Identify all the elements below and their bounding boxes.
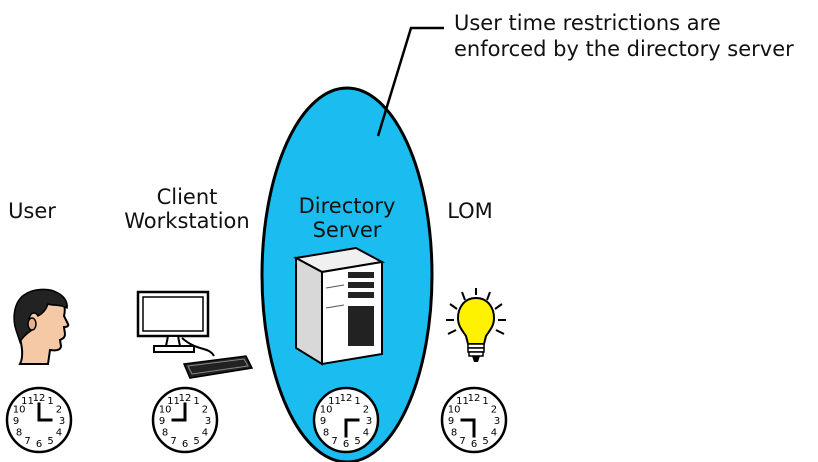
clock-numeral: 6	[471, 439, 477, 450]
callout-line-2: enforced by the directory server	[454, 37, 794, 61]
clock-numeral: 8	[162, 428, 168, 439]
clock-numeral: 3	[205, 416, 211, 427]
clock-numeral: 3	[494, 416, 500, 427]
clock-numeral: 7	[170, 436, 176, 447]
directory-label-line-1: Directory	[298, 194, 396, 218]
clock-numeral: 5	[47, 436, 53, 447]
clock-numeral: 10	[448, 405, 461, 416]
clock-numeral: 12	[33, 393, 46, 404]
clock-numeral: 5	[354, 436, 360, 447]
clock-numeral: 11	[456, 396, 469, 407]
lom-label: LOM	[440, 199, 500, 223]
clock-numeral: 12	[468, 393, 481, 404]
clock-numeral: 7	[24, 436, 30, 447]
directory-label-line-2: Server	[312, 218, 382, 242]
clock-numeral: 1	[193, 396, 199, 407]
clock-numeral: 6	[182, 439, 188, 450]
callout-text: User time restrictions are enforced by t…	[454, 10, 794, 62]
client-workstation-label: Client Workstation	[112, 185, 262, 233]
client-label-line-1: Client	[156, 185, 218, 209]
lom-label-text: LOM	[447, 199, 493, 223]
clock-numeral: 9	[159, 416, 165, 427]
clock-numeral: 5	[482, 436, 488, 447]
clock-numeral: 8	[16, 428, 22, 439]
clock-numeral: 11	[328, 396, 341, 407]
clock-numeral: 4	[363, 428, 369, 439]
clock-numeral: 11	[167, 396, 180, 407]
callout-leader-line	[376, 26, 444, 137]
user-head-icon	[13, 288, 70, 365]
user-label: User	[2, 199, 62, 223]
clock-numeral: 9	[448, 416, 454, 427]
clock-numeral: 11	[21, 396, 34, 407]
clock-numeral: 1	[354, 396, 360, 407]
lightbulb-icon	[446, 288, 506, 362]
clock-numeral: 10	[320, 405, 333, 416]
clock-numeral: 4	[202, 428, 208, 439]
clock-numeral: 2	[56, 405, 62, 416]
clock-numeral: 10	[13, 405, 26, 416]
clock-numeral: 6	[36, 439, 42, 450]
clock-numeral: 8	[323, 428, 329, 439]
clock-numeral: 12	[340, 393, 353, 404]
clock-numeral: 4	[56, 428, 62, 439]
clock-numeral: 9	[13, 416, 19, 427]
clock-numeral: 1	[47, 396, 53, 407]
clock-numeral: 3	[59, 416, 65, 427]
user-label-text: User	[8, 199, 56, 223]
clock-numeral: 6	[343, 439, 349, 450]
clock-numeral: 4	[491, 428, 497, 439]
clock-numeral: 8	[451, 428, 457, 439]
clock-numeral: 12	[179, 393, 192, 404]
clock-numeral: 1	[482, 396, 488, 407]
clock-numeral: 2	[491, 405, 497, 416]
client-label-line-2: Workstation	[124, 209, 250, 233]
callout-line-1: User time restrictions are	[454, 11, 721, 35]
clock-numeral: 5	[193, 436, 199, 447]
directory-server-label: Directory Server	[272, 194, 422, 242]
clock-numeral: 7	[331, 436, 337, 447]
clock-numeral: 2	[363, 405, 369, 416]
clock-numeral: 10	[159, 405, 172, 416]
clock-numeral: 3	[366, 416, 372, 427]
clock-numeral: 2	[202, 405, 208, 416]
client-workstation-icon	[136, 290, 254, 379]
clock-numeral: 9	[320, 416, 326, 427]
clock-numeral: 7	[459, 436, 465, 447]
server-tower-icon	[292, 246, 386, 366]
